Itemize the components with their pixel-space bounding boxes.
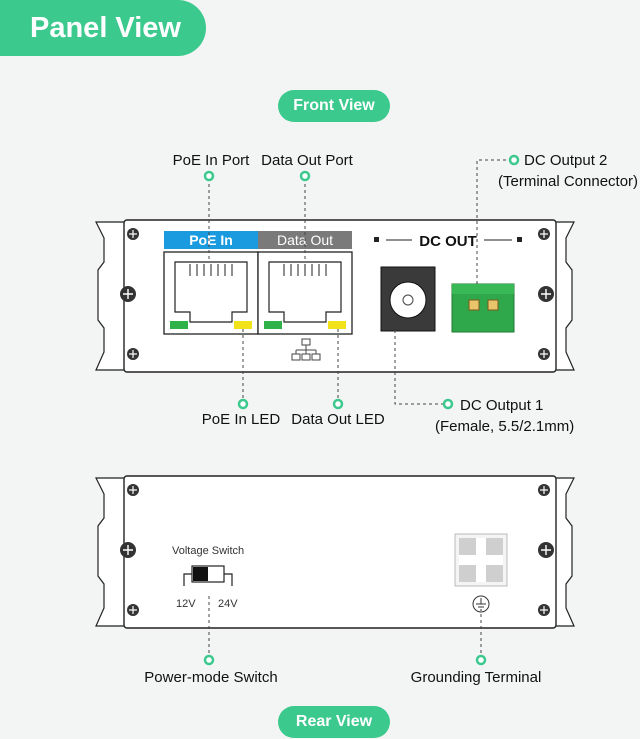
grounding-terminal: [454, 533, 508, 587]
rear-panel: [95, 475, 575, 629]
screw-icon: [127, 228, 139, 240]
poe-in-port-label: PoE In Port: [172, 152, 250, 169]
poe-in-tab-label: PoE In: [189, 232, 233, 248]
poe-in-led-label: PoE In LED: [201, 411, 281, 428]
screw-icon: [538, 228, 550, 240]
leader-dots: [203, 154, 520, 666]
screw-icon: [538, 348, 550, 360]
screw-icon: [538, 604, 550, 616]
12v-label: 12V: [176, 598, 196, 610]
dc-out-label: DC OUT: [419, 233, 477, 250]
data-out-led-label: Data Out LED: [291, 411, 385, 428]
voltage-slide-switch: [183, 565, 233, 586]
screw-icon: [538, 484, 550, 496]
screw-icon: [127, 604, 139, 616]
rear-leader-lines: [208, 596, 482, 656]
poe-in-yellow-led: [234, 321, 252, 329]
screw-icon: [127, 484, 139, 496]
terminal-connector: [451, 283, 515, 333]
poe-in-tab: [164, 231, 258, 249]
rear-view-pill: Rear View: [278, 706, 390, 738]
24v-label: 24V: [218, 598, 238, 610]
voltage-switch-label: Voltage Switch: [172, 545, 245, 557]
front-leader-lines: [208, 159, 512, 405]
screw-icon: [538, 286, 554, 302]
data-out-green-led: [264, 321, 282, 329]
data-out-port-label: Data Out Port: [261, 152, 353, 169]
screw-icon: [120, 286, 136, 302]
panel-view-title: Panel View: [0, 0, 206, 56]
dc-output-2-label: DC Output 2: [524, 152, 608, 169]
screw-icon: [127, 348, 139, 360]
data-out-yellow-led: [328, 321, 346, 329]
screw-icon: [538, 542, 554, 558]
screw-icon: [120, 542, 136, 558]
dc-output-1-sub-label: (Female, 5.5/2.1mm): [435, 418, 575, 435]
front-view-pill: Front View: [278, 90, 390, 122]
dc-output-2-sub-label: (Terminal Connector): [498, 173, 639, 190]
poe-in-green-led: [170, 321, 188, 329]
dc-barrel-jack: [380, 266, 436, 332]
front-panel: PoE In Data Out DC OUT: [95, 219, 575, 373]
grounding-terminal-label: Grounding Terminal: [410, 669, 542, 686]
dc-output-1-label: DC Output 1: [460, 397, 544, 414]
network-icon: [291, 338, 321, 361]
power-mode-switch-label: Power-mode Switch: [144, 669, 278, 686]
ground-symbol-icon: [472, 595, 490, 613]
